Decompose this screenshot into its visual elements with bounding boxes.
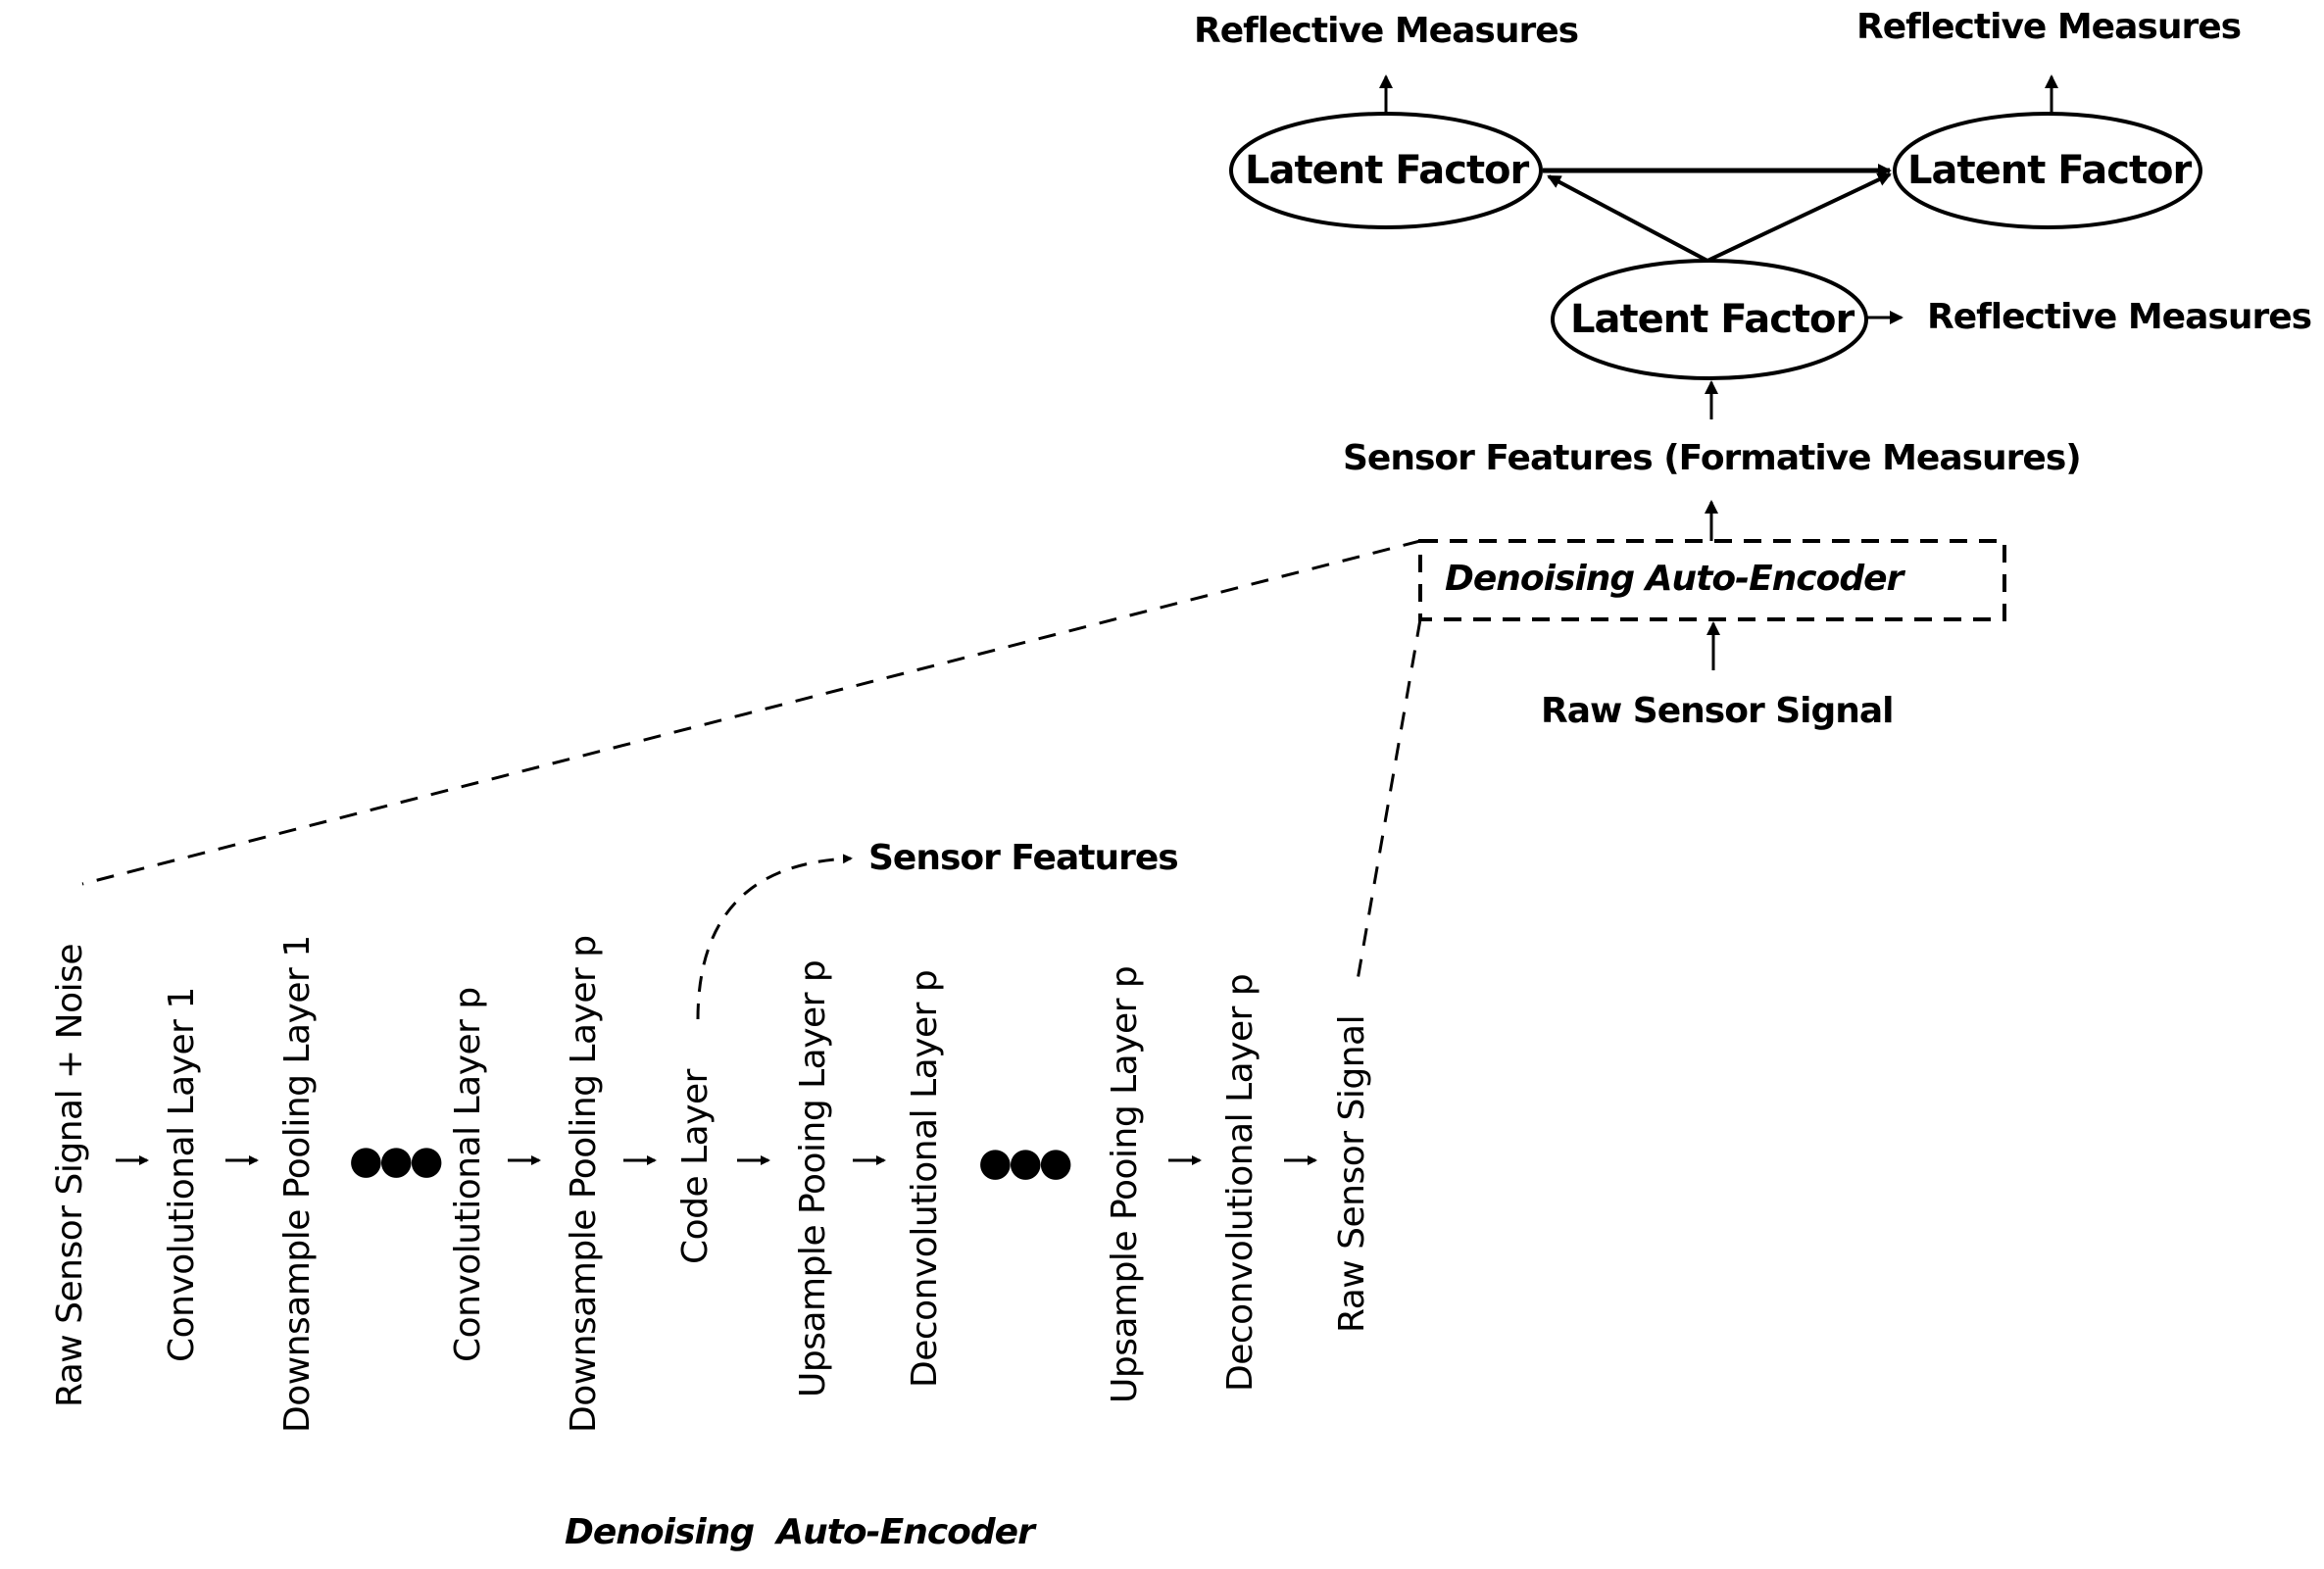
ellipsis-decoder: ●●●	[978, 1140, 1073, 1185]
raw-sensor-signal-label: Raw Sensor Signal	[1541, 691, 1895, 731]
layer-convolutional-p: Convolutional Layer p	[448, 987, 488, 1362]
caption-dae: Denoising Auto-Encoder	[565, 1512, 1035, 1552]
layer-upsample-pooling-p-2: Upsample Pooing Layer p	[1105, 965, 1145, 1403]
reflective-measures-bottom: Reflective Measures	[1927, 297, 2312, 337]
sensor-features-formative-label: Sensor Features (Formative Measures)	[1343, 438, 2082, 478]
latent-factor-bottom-label: Latent Factor	[1570, 297, 1854, 342]
latent-factor-right-label: Latent Factor	[1907, 148, 2192, 193]
zoom-line-top	[81, 539, 1421, 886]
layer-downsample-pooling-1: Downsample Pooling Layer 1	[277, 935, 318, 1433]
layer-upsample-pooling-p-1: Upsample Pooing Layer p	[793, 959, 833, 1397]
layer-code: Code Layer	[675, 1069, 716, 1264]
layer-downsample-pooling-p: Downsample Pooling Layer p	[564, 935, 604, 1433]
ellipsis-encoder: ●●●	[349, 1138, 444, 1183]
layer-convolutional-1: Convolutional Layer 1	[162, 987, 202, 1362]
arrow-bottom-to-left	[1547, 174, 1708, 263]
layer-deconvolutional-p-2: Deconvolutional Layer p	[1220, 973, 1261, 1392]
reflective-measures-right: Reflective Measures	[1856, 7, 2242, 47]
reflective-measures-left: Reflective Measures	[1194, 11, 1579, 51]
arrow-bottom-to-right	[1706, 172, 1892, 263]
code-to-features-curve	[696, 854, 853, 1020]
code-sensor-features-label: Sensor Features	[868, 838, 1179, 878]
layer-raw-sensor-signal: Raw Sensor Signal	[1332, 1014, 1372, 1333]
layer-deconvolutional-p-1: Deconvolutional Layer p	[905, 969, 945, 1388]
latent-factor-right-ellipse	[1893, 112, 2202, 229]
layer-raw-sensor-signal-noise: Raw Sensor Signal + Noise	[50, 943, 90, 1407]
dae-dashed-box	[1418, 539, 2006, 621]
latent-factor-left-ellipse	[1229, 112, 1543, 229]
dae-box-label: Denoising Auto-Encoder	[1445, 559, 1904, 599]
latent-factor-left-label: Latent Factor	[1245, 148, 1529, 193]
zoom-line-bottom	[1355, 618, 1422, 987]
